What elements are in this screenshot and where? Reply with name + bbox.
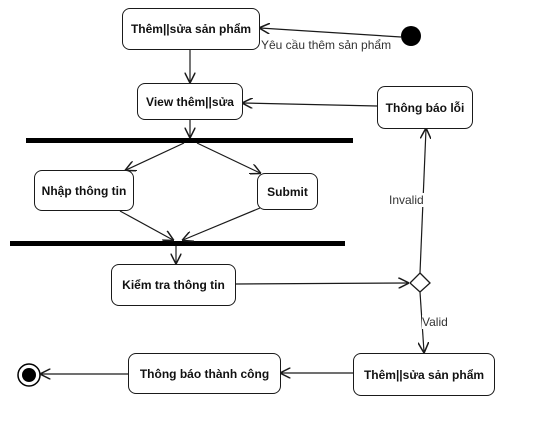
action-add-edit-product: Thêm||sửa sản phẩm <box>122 8 260 50</box>
action-add-edit-product-final-label: Thêm||sửa sản phẩm <box>363 367 485 382</box>
action-success-notice-label: Thông báo thành công <box>139 366 270 381</box>
edge-label-request: Yêu cầu thêm sản phẩm <box>261 38 392 52</box>
join-bar <box>10 241 345 246</box>
action-enter-info-label: Nhập thông tin <box>41 183 127 198</box>
action-enter-info: Nhập thông tin <box>34 170 134 211</box>
edge-enter-to-join <box>119 210 173 240</box>
edge-error-to-view <box>243 103 378 106</box>
action-check-info-label: Kiểm tra thông tin <box>122 278 225 292</box>
final-node-inner <box>22 368 36 382</box>
action-submit-label: Submit <box>267 184 308 199</box>
edge-fork-to-enter <box>126 142 185 170</box>
edge-initial-to-add <box>260 28 402 38</box>
action-view-add-edit-label: View thêm||sửa <box>146 94 234 109</box>
edge-label-valid: Valid <box>422 315 448 329</box>
action-submit: Submit <box>257 173 318 210</box>
edge-label-invalid: Invalid <box>389 193 424 207</box>
edge-fork-to-submit <box>196 142 260 173</box>
edge-check-to-decision <box>235 283 408 284</box>
edge-submit-to-join <box>183 207 261 240</box>
action-error-notice-label: Thông báo lỗi <box>385 100 465 115</box>
action-add-edit-product-final: Thêm||sửa sản phẩm <box>353 353 495 396</box>
action-success-notice: Thông báo thành công <box>128 353 281 394</box>
action-add-edit-product-label: Thêm||sửa sản phẩm <box>130 22 252 36</box>
initial-node <box>401 26 421 46</box>
action-check-info: Kiểm tra thông tin <box>111 264 236 306</box>
fork-bar <box>26 138 353 143</box>
action-view-add-edit: View thêm||sửa <box>137 83 243 120</box>
decision-node <box>409 272 431 293</box>
action-error-notice: Thông báo lỗi <box>377 86 473 129</box>
